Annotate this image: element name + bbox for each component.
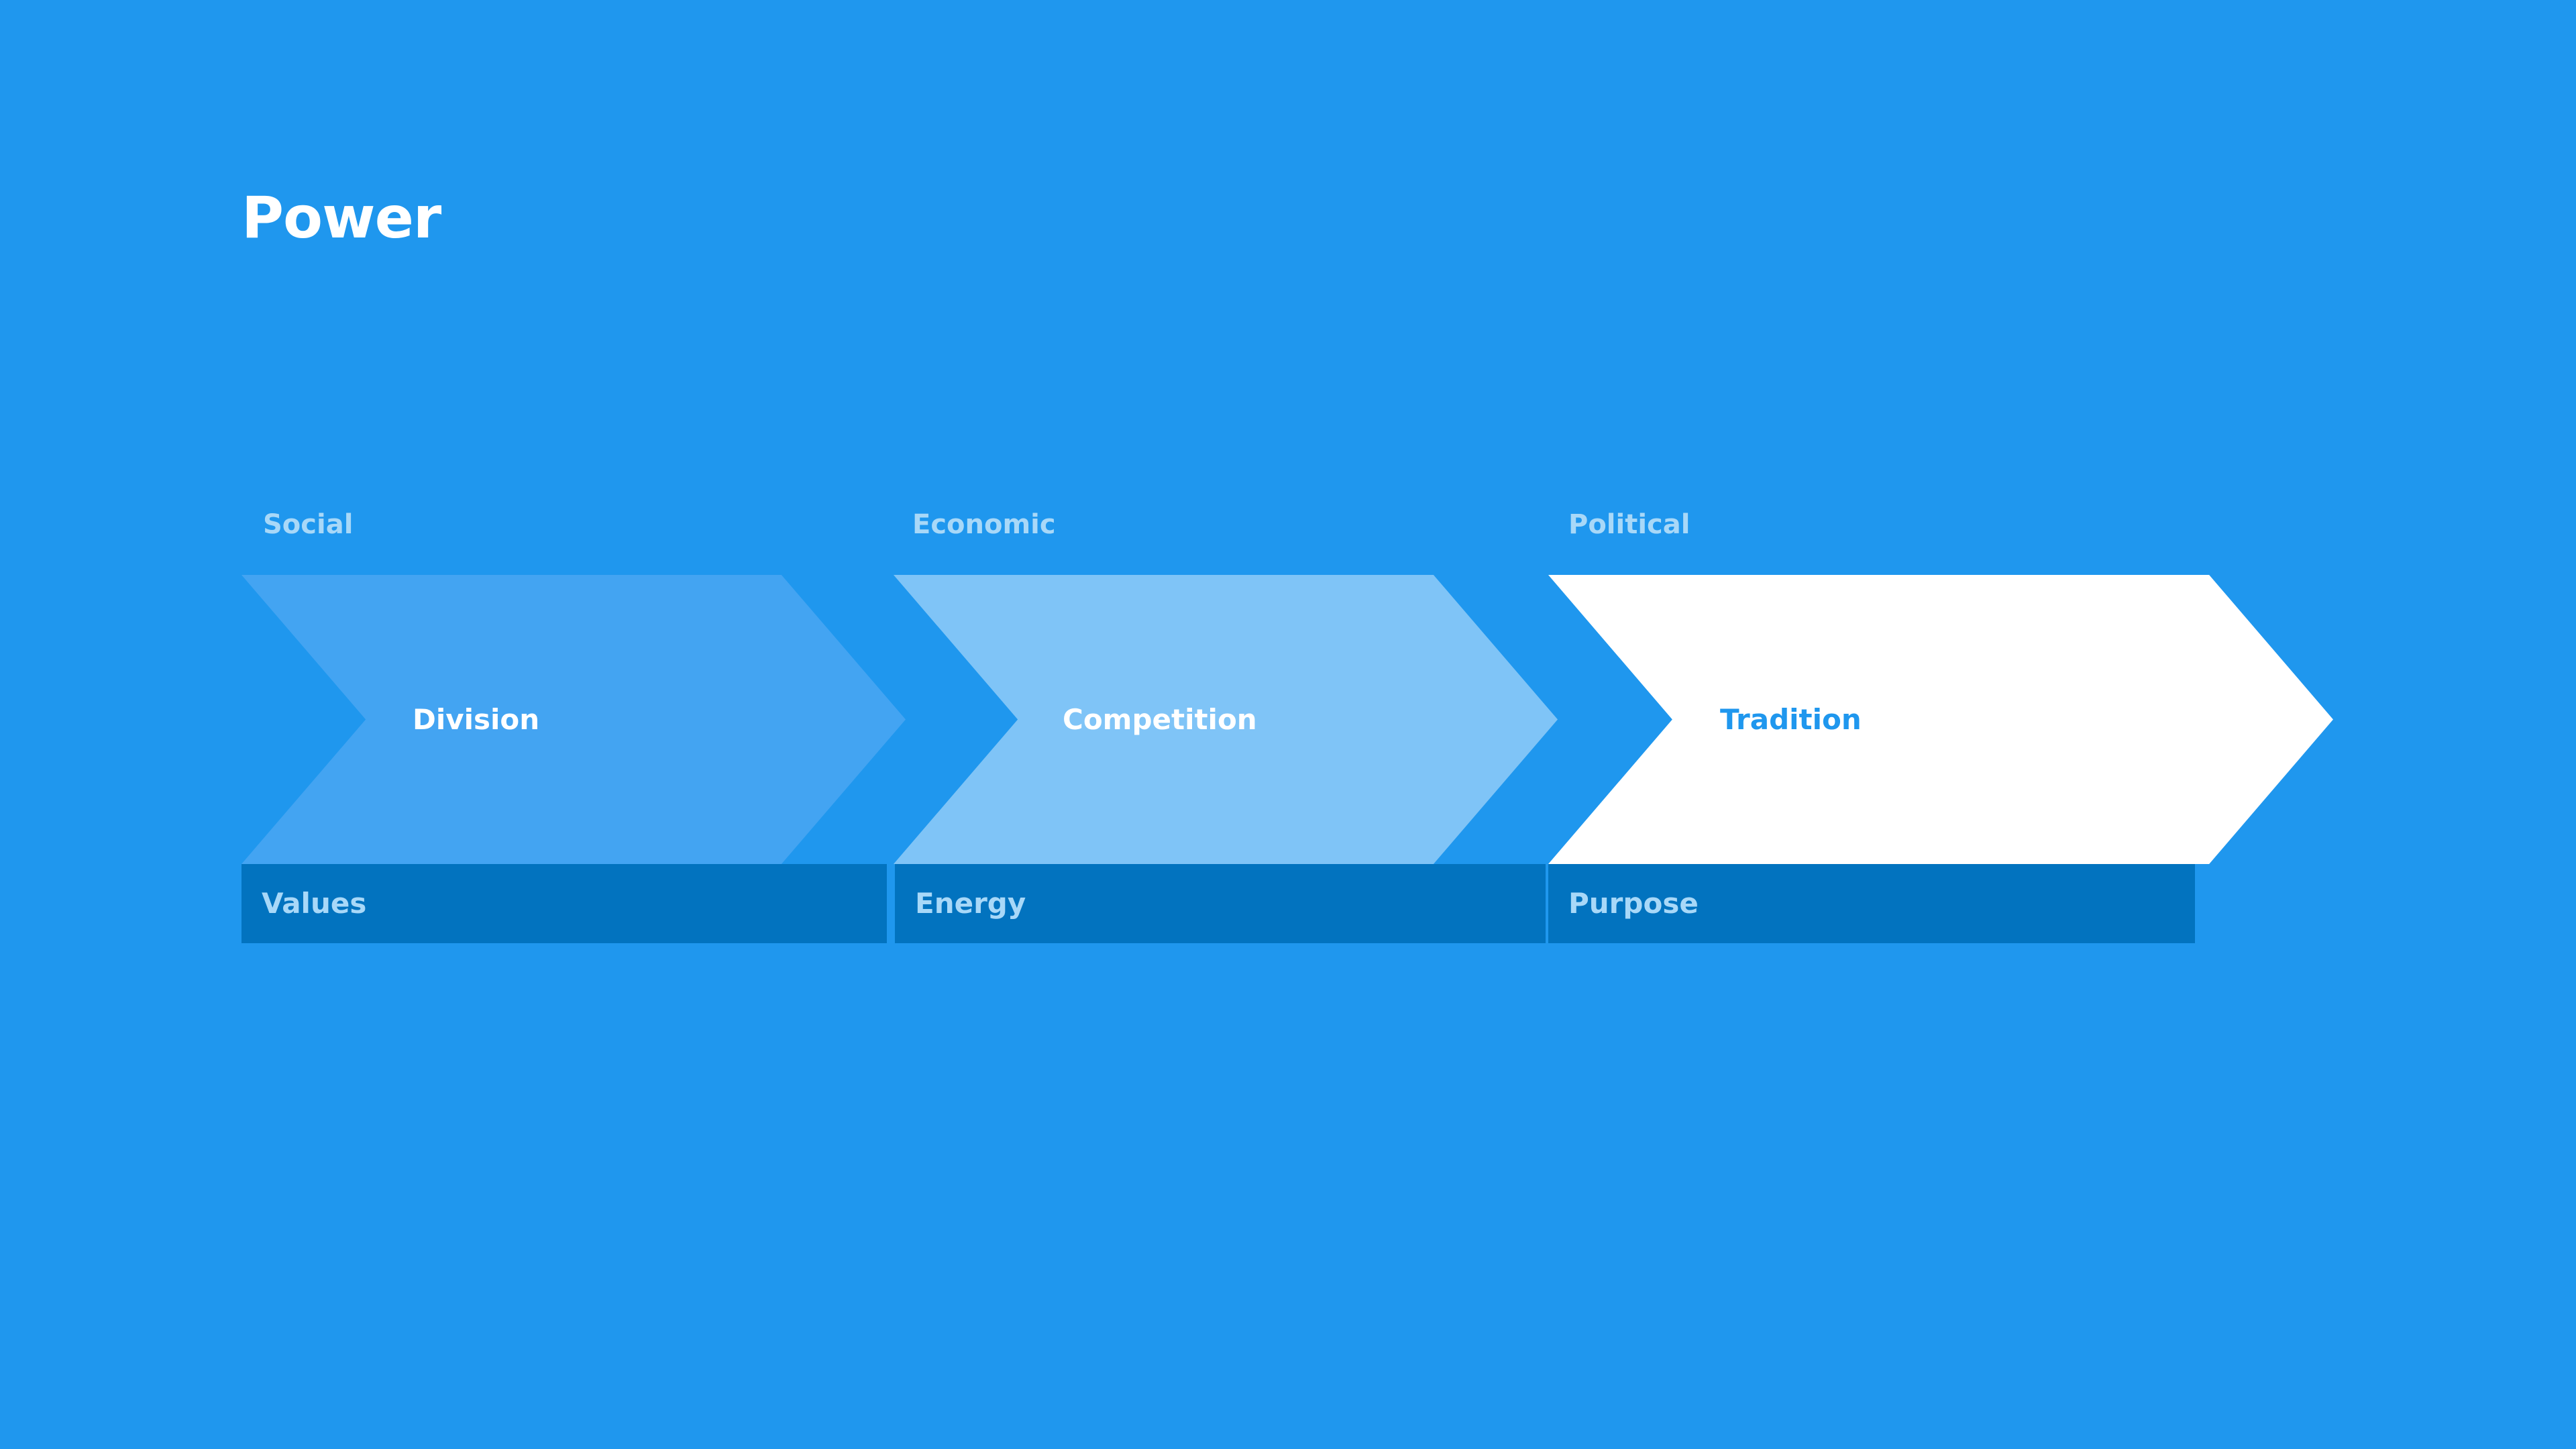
step-top-label-political: Political bbox=[1568, 509, 1690, 540]
chevron-step-3[interactable]: Tradition bbox=[1548, 575, 2333, 864]
chevron-label-division: Division bbox=[413, 702, 540, 736]
chevron-step-2[interactable]: Competition bbox=[894, 575, 1558, 864]
chevron-band: Division Competition Tradition bbox=[0, 575, 2576, 864]
chevron-label-competition: Competition bbox=[1063, 702, 1257, 736]
footer-label-values: Values bbox=[262, 887, 367, 920]
chevron-arrow-shape-1 bbox=[241, 575, 906, 864]
page-title: Power bbox=[241, 184, 441, 252]
step-top-label-social: Social bbox=[263, 509, 354, 540]
footer-bar-step-1[interactable]: Values bbox=[241, 864, 887, 943]
chevron-step-1[interactable]: Division bbox=[241, 575, 906, 864]
footer-bar-step-2[interactable]: Energy bbox=[895, 864, 1546, 943]
footer-label-purpose: Purpose bbox=[1568, 887, 1699, 920]
footer-bar-step-3[interactable]: Purpose bbox=[1548, 864, 2195, 943]
step-top-label-economic: Economic bbox=[912, 509, 1056, 540]
footer-band: Values Energy Purpose bbox=[0, 864, 2576, 943]
chevron-label-tradition: Tradition bbox=[1720, 702, 1862, 736]
footer-label-energy: Energy bbox=[915, 887, 1026, 920]
chevron-arrow-shape-3 bbox=[1548, 575, 2333, 864]
